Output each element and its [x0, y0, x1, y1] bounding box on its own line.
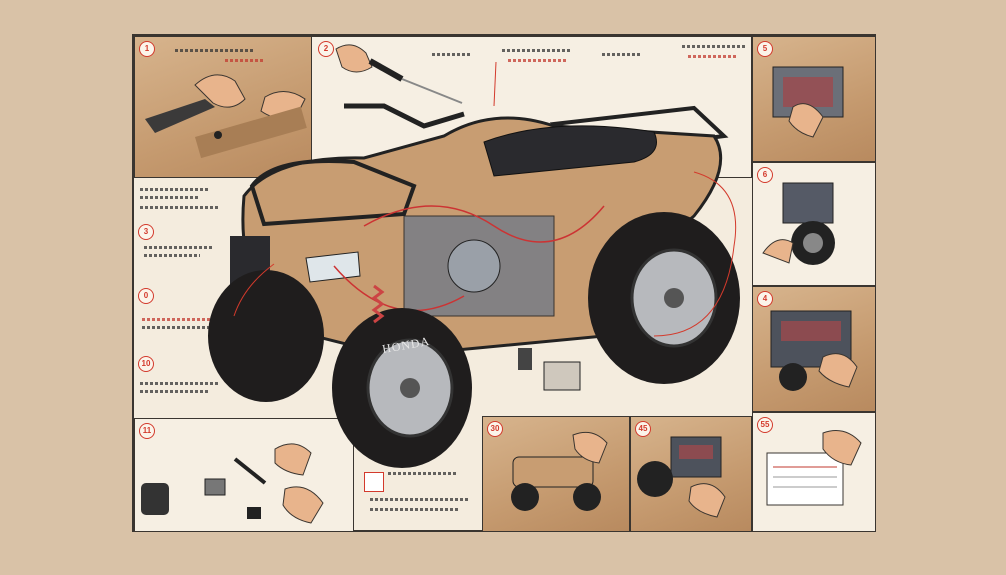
panel-step-5: 5: [752, 36, 876, 162]
left-steps-column: 3 0 10: [134, 178, 252, 418]
caption-text: [140, 382, 220, 385]
tools-and-parts-illustration: [141, 443, 324, 524]
caption-text: [140, 206, 220, 209]
caption-text: [432, 53, 472, 56]
caption-text: [140, 196, 200, 199]
step-badge: 3: [138, 224, 154, 240]
step-badge: 5: [757, 41, 773, 57]
caption-text: [388, 472, 458, 475]
caption-text: [140, 188, 210, 191]
writing-notes-illustration: [766, 430, 862, 506]
caption-text: [508, 59, 568, 62]
center-bottom-caption: [364, 462, 484, 532]
panel-step-6: 6: [752, 162, 876, 286]
step-badge: 10: [138, 356, 154, 372]
panel-step-30: 30: [482, 416, 630, 532]
step-badge: 4: [757, 291, 773, 307]
caption-text: [142, 318, 212, 321]
caption-text: [175, 49, 255, 52]
panel-step-45: 45: [630, 416, 752, 532]
caption-text: [144, 246, 214, 249]
step-badge: 2: [318, 41, 334, 57]
step-badge: 11: [139, 423, 155, 439]
step-badge: 30: [487, 421, 503, 437]
step-badge: 6: [757, 167, 773, 183]
atv-main-illustration: [208, 61, 740, 468]
panel-step-1: 1: [134, 36, 312, 178]
caption-text: [502, 49, 572, 52]
caption-text: [602, 53, 642, 56]
caption-text: [688, 55, 738, 58]
mini-atv-illustration: [511, 431, 608, 511]
screwdriver-hand-illustration: [335, 44, 463, 104]
panel-step-11: 11: [134, 418, 354, 532]
hand-with-screwdriver-illustration: [145, 74, 307, 159]
caption-text: [142, 326, 222, 329]
motor-assembly-illustration: [770, 310, 858, 391]
caption-text: [682, 45, 746, 48]
engine-assembly-illustration: [772, 66, 844, 138]
step-badge: 1: [139, 41, 155, 57]
step-badge: 45: [635, 421, 651, 437]
caption-text: [225, 59, 265, 62]
caption-text: [370, 498, 470, 501]
panel-step-55: 55: [752, 412, 876, 532]
caption-text: [140, 390, 210, 393]
wheel-mount-illustration: [762, 182, 835, 265]
caption-text: [370, 508, 460, 511]
step-badge: 55: [757, 417, 773, 433]
instruction-poster: 1 2 5 6: [132, 34, 876, 532]
caption-text: [144, 254, 200, 257]
engine-install-illustration: [637, 436, 726, 518]
panel-step-4: 4: [752, 286, 876, 412]
step-badge: 0: [138, 288, 154, 304]
